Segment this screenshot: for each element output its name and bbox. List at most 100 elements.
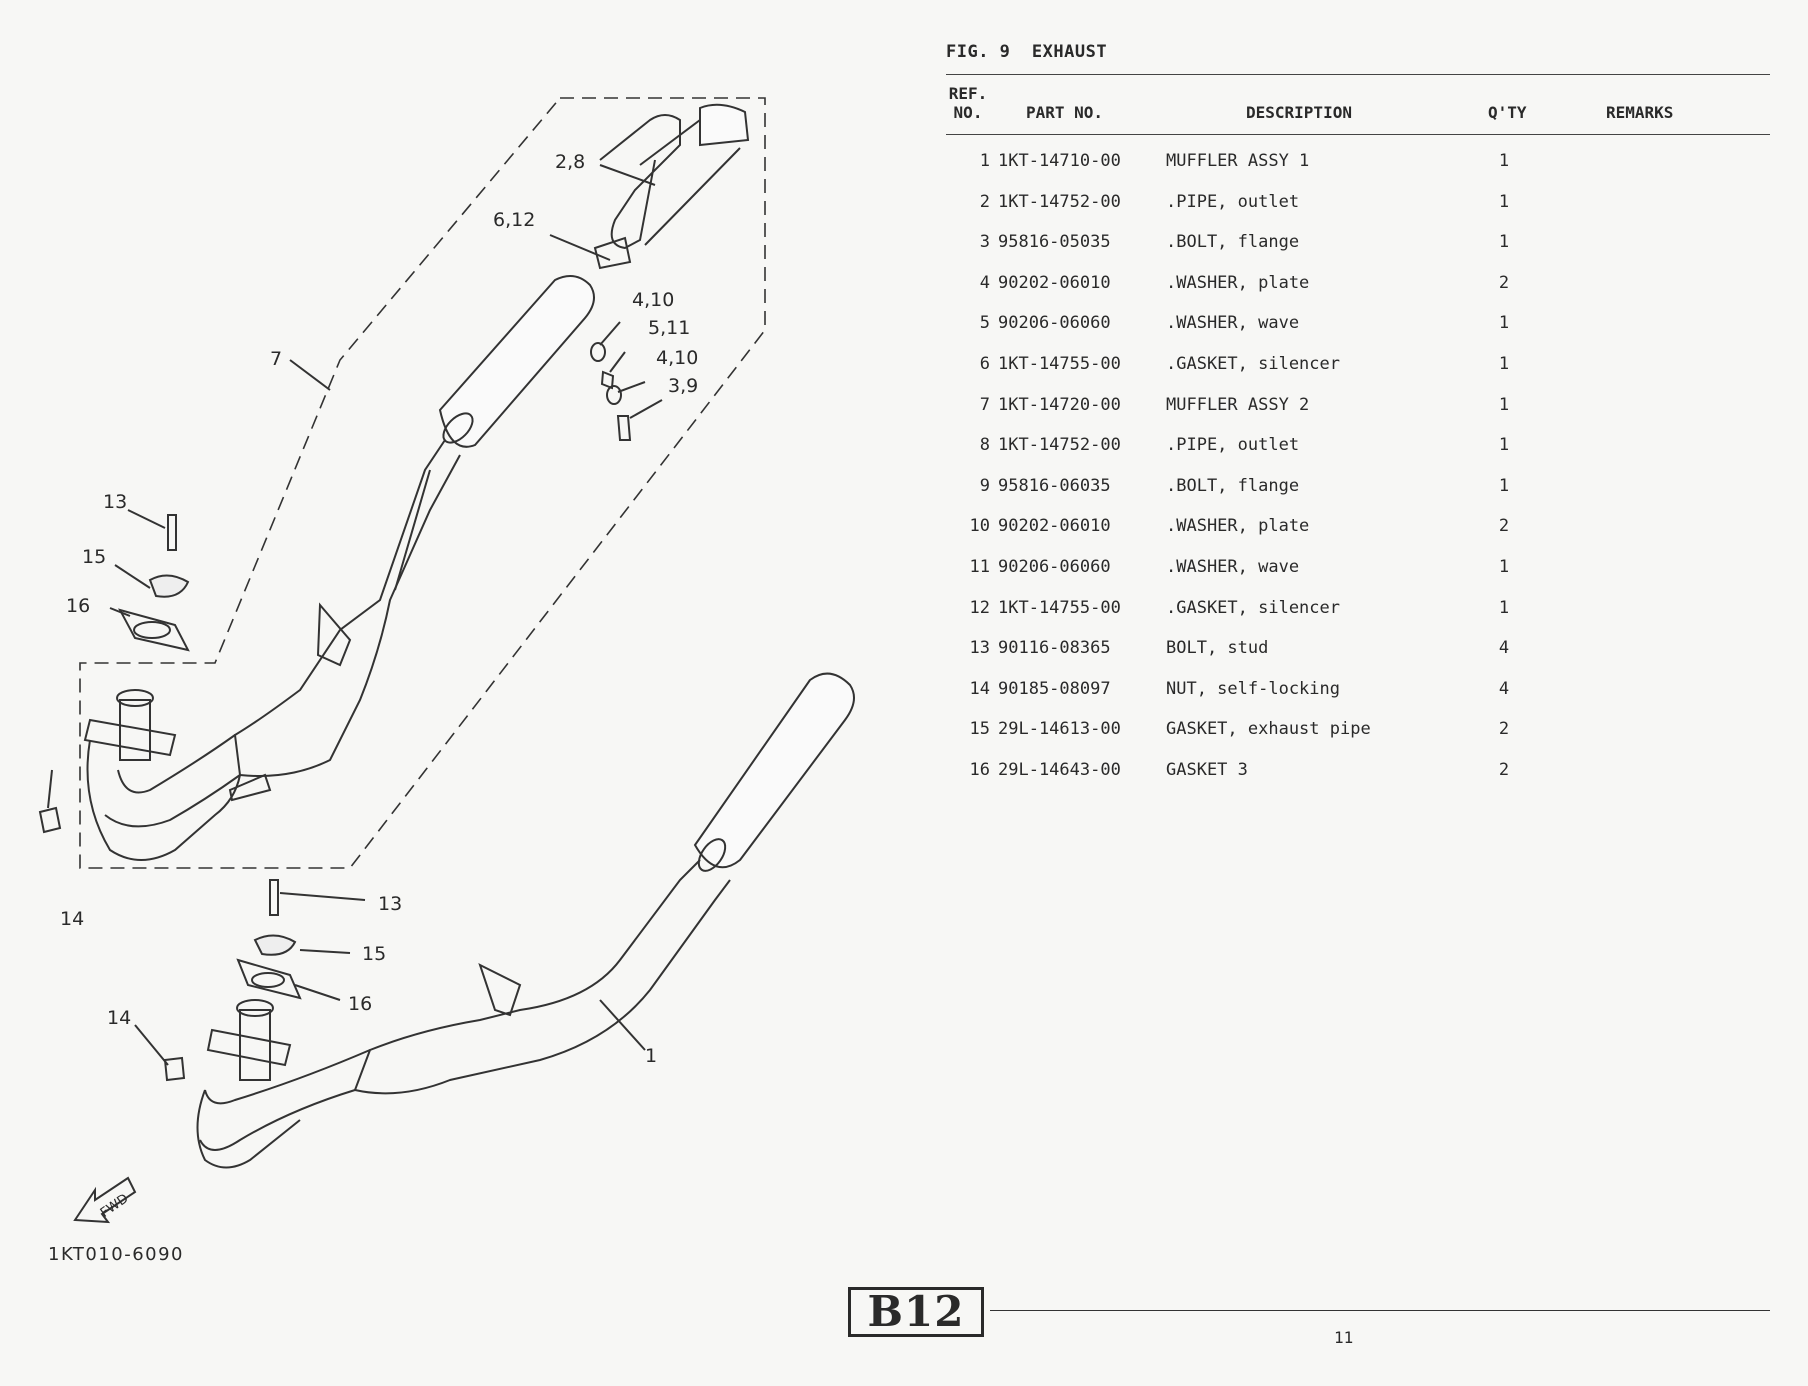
ref-no: 3 xyxy=(979,232,990,253)
section-code-box: B12 xyxy=(848,1287,984,1337)
table-row: 4 90202-06010 .WASHER, plate 2 xyxy=(946,268,1770,309)
header-ref-line1: REF. xyxy=(948,84,988,103)
description: MUFFLER ASSY 2 xyxy=(1166,394,1310,415)
description: .WASHER, plate xyxy=(1166,272,1310,293)
table-row: 12 1KT-14755-00 .GASKET, silencer 1 xyxy=(946,593,1770,634)
header-ref-no: REF. NO. xyxy=(946,84,990,122)
ref-no: 16 xyxy=(969,759,990,780)
ref-no: 14 xyxy=(969,678,990,699)
qty: 1 xyxy=(1498,313,1510,334)
description: .BOLT, flange xyxy=(1166,475,1300,496)
figure-title: FIG. 9 EXHAUST xyxy=(946,42,1107,62)
table-row: 3 95816-05035 .BOLT, flange 1 xyxy=(946,227,1770,268)
figure-name: EXHAUST xyxy=(1031,42,1108,62)
part-no: 90206-06060 xyxy=(998,556,1111,577)
ref-no: 13 xyxy=(969,638,990,659)
callout-4-10-b: 4,10 xyxy=(656,347,698,369)
qty: 2 xyxy=(1498,272,1510,293)
callout-13-b: 13 xyxy=(378,893,402,915)
qty: 4 xyxy=(1498,678,1510,699)
part-no: 1KT-14710-00 xyxy=(998,151,1121,171)
description: BOLT, stud xyxy=(1166,638,1269,659)
qty: 1 xyxy=(1498,597,1510,618)
muffler-assy-1-drawing xyxy=(196,672,855,1169)
callout-14-a: 14 xyxy=(60,908,84,930)
muffler-assy-2-drawing xyxy=(83,103,750,861)
description: GASKET 3 xyxy=(1166,759,1248,780)
part-no: 1KT-14755-00 xyxy=(998,597,1121,618)
qty: 1 xyxy=(1498,232,1510,253)
table-row: 1 1KT-14710-00 MUFFLER ASSY 1 1 xyxy=(946,146,1770,187)
part-no: 1KT-14720-00 xyxy=(998,394,1121,415)
assembly-boundary xyxy=(79,97,766,869)
part-no: 90116-08365 xyxy=(998,638,1111,659)
qty: 1 xyxy=(1498,394,1510,415)
header-remarks: REMARKS xyxy=(1606,103,1674,122)
description: .PIPE, outlet xyxy=(1166,435,1300,456)
callout-2-8: 2,8 xyxy=(555,151,585,173)
description: .WASHER, plate xyxy=(1166,516,1310,537)
table-row: 5 90206-06060 .WASHER, wave 1 xyxy=(946,308,1770,349)
part-no: 90206-06060 xyxy=(998,313,1111,334)
qty: 1 xyxy=(1498,475,1510,496)
header-part-no: PART NO. xyxy=(1026,103,1104,122)
description: .WASHER, wave xyxy=(1166,556,1300,577)
qty: 1 xyxy=(1498,556,1510,577)
part-no: 29L-14613-00 xyxy=(998,719,1121,740)
description: .WASHER, wave xyxy=(1166,313,1300,334)
ref-no: 9 xyxy=(979,475,990,496)
callout-5-11: 5,11 xyxy=(648,317,690,339)
description: MUFFLER ASSY 1 xyxy=(1166,151,1310,171)
description: NUT, self-locking xyxy=(1166,678,1340,699)
ref-no: 12 xyxy=(969,597,990,618)
part-no: 90202-06010 xyxy=(998,516,1111,537)
drawing-code: 1KT010-6090 xyxy=(48,1244,185,1265)
description: GASKET, exhaust pipe xyxy=(1166,719,1371,740)
fwd-arrow-icon xyxy=(73,1176,137,1224)
part-no: 1KT-14752-00 xyxy=(998,435,1121,456)
ref-no: 1 xyxy=(979,151,990,171)
ref-no: 11 xyxy=(969,556,990,577)
ref-no: 5 xyxy=(979,313,990,334)
part-no: 95816-05035 xyxy=(998,232,1111,253)
table-row: 16 29L-14643-00 GASKET 3 2 xyxy=(946,755,1770,796)
part-no: 90202-06010 xyxy=(998,272,1111,293)
qty: 1 xyxy=(1498,191,1510,212)
header-qty: Q'TY xyxy=(1488,103,1527,122)
callout-6-12: 6,12 xyxy=(493,209,535,231)
header-description: DESCRIPTION xyxy=(1246,103,1352,122)
description: .GASKET, silencer xyxy=(1166,353,1340,374)
part-no: 1KT-14755-00 xyxy=(998,353,1121,374)
qty: 2 xyxy=(1498,759,1510,780)
callout-7: 7 xyxy=(270,348,282,370)
part-no: 29L-14643-00 xyxy=(998,759,1121,780)
callout-14-b: 14 xyxy=(107,1007,131,1029)
ref-no: 8 xyxy=(979,435,990,456)
qty: 2 xyxy=(1498,719,1510,740)
qty: 2 xyxy=(1498,516,1510,537)
exhaust-exploded-diagram: 2,8 6,12 4,10 5,11 4,10 3,9 7 13 15 16 1… xyxy=(0,0,880,1386)
ref-no: 4 xyxy=(979,272,990,293)
figure-number: FIG. 9 xyxy=(946,42,1011,62)
ref-no: 10 xyxy=(969,516,990,537)
qty: 1 xyxy=(1498,151,1510,171)
ref-no: 7 xyxy=(979,394,990,415)
callout-15-b: 15 xyxy=(362,943,386,965)
description: .GASKET, silencer xyxy=(1166,597,1340,618)
table-row: 7 1KT-14720-00 MUFFLER ASSY 2 1 xyxy=(946,390,1770,431)
callout-4-10-a: 4,10 xyxy=(632,289,674,311)
footer-rule xyxy=(990,1310,1770,1311)
page-number: 11 xyxy=(1334,1328,1354,1347)
callout-16-a: 16 xyxy=(66,595,90,617)
part-no: 90185-08097 xyxy=(998,678,1111,699)
description: .BOLT, flange xyxy=(1166,232,1300,253)
ref-no: 6 xyxy=(979,353,990,374)
callout-16-b: 16 xyxy=(348,993,372,1015)
